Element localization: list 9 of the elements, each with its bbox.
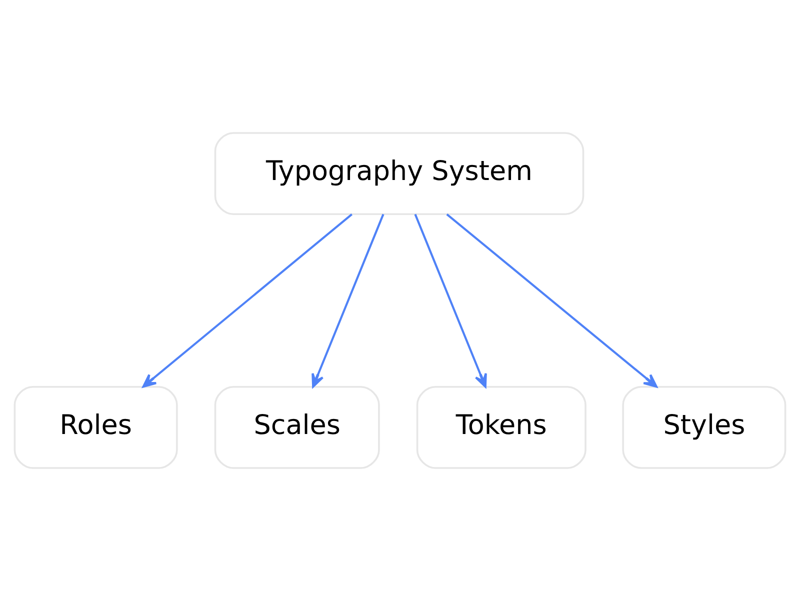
arrow — [414, 213, 487, 388]
node-box: Roles — [14, 385, 178, 468]
node-box: Styles — [622, 385, 786, 468]
node-box: Tokens — [416, 385, 586, 468]
node-box: Scales — [214, 385, 380, 468]
node-box: Typography System — [214, 132, 584, 215]
arrow — [312, 213, 384, 388]
arrow — [142, 212, 353, 388]
arrow — [446, 212, 658, 388]
